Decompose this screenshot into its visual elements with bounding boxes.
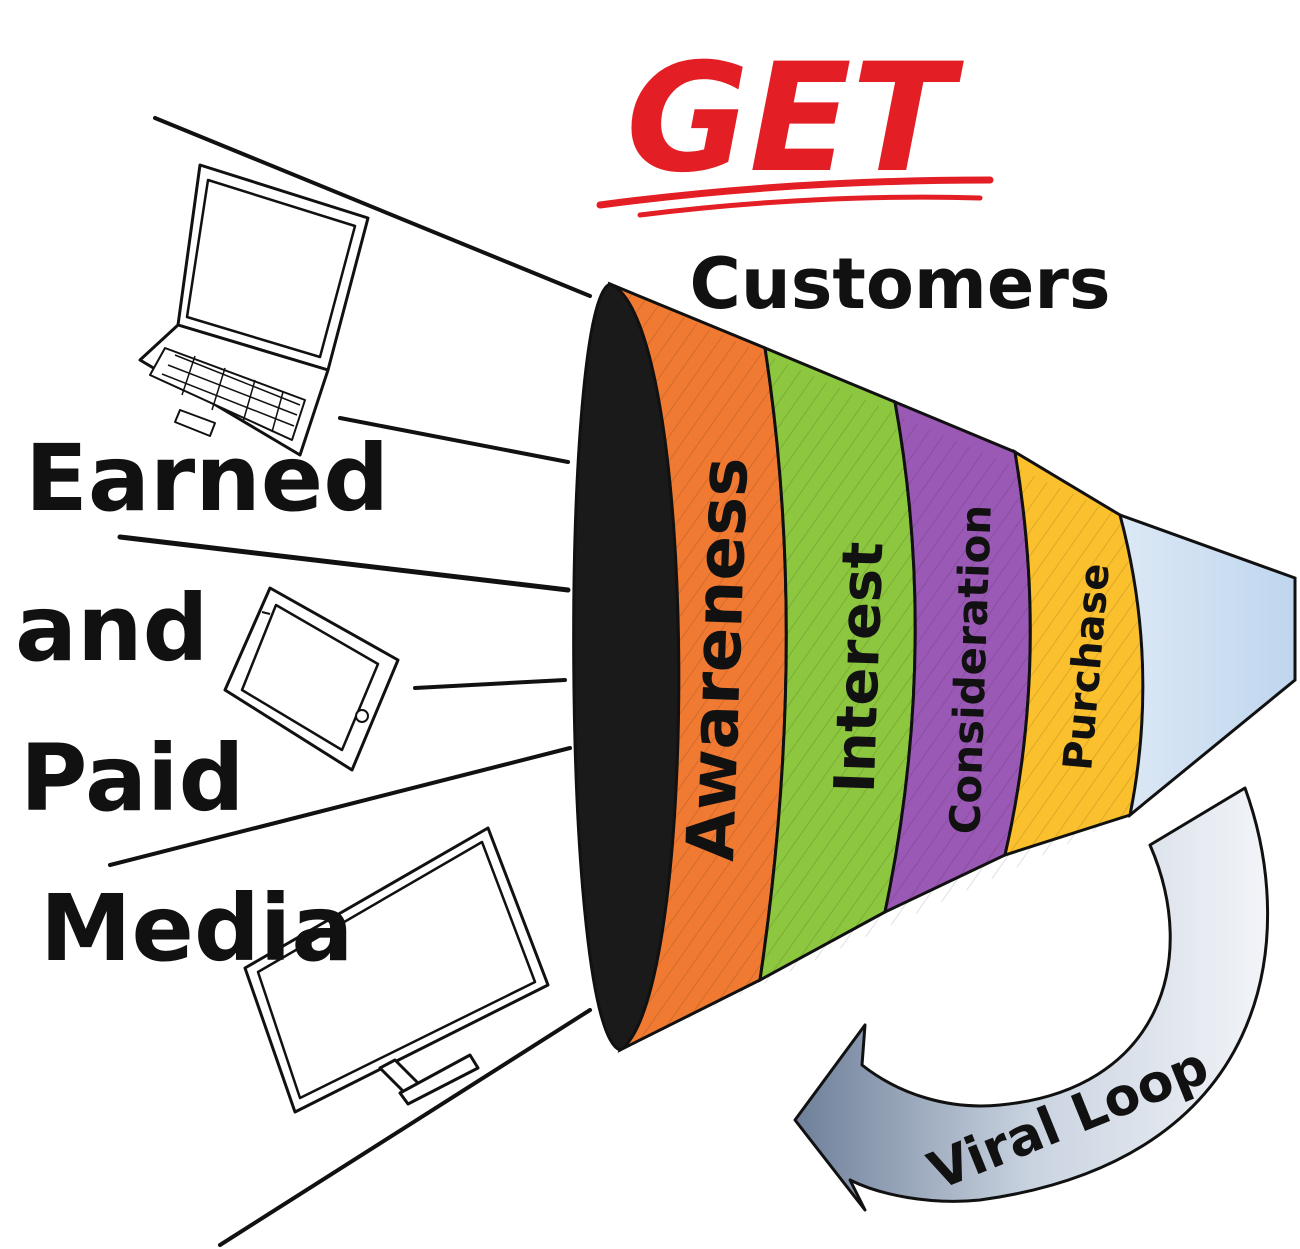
- media-label-line-1: Earned: [25, 425, 389, 532]
- stage-label-interest: Interest: [823, 541, 897, 794]
- stage-label-consideration: Consideration: [940, 504, 1000, 835]
- headline-get: GET: [626, 32, 965, 206]
- media-label-line-2: and: [15, 575, 208, 682]
- tablet-icon: [223, 586, 400, 772]
- speed-lines: [108, 116, 592, 1247]
- funnel: Awareness Interest Consideration Purchas…: [572, 281, 1297, 1053]
- laptop-icon: [138, 163, 370, 457]
- stage-label-awareness: Awareness: [672, 456, 763, 863]
- headline-customers: Customers: [689, 243, 1110, 325]
- monitor-icon: [243, 826, 550, 1114]
- media-label-line-3: Paid: [20, 725, 244, 832]
- media-label: Earned and Paid Media: [15, 425, 389, 982]
- headline-underline: [596, 176, 994, 218]
- funnel-mouth: [572, 282, 681, 1052]
- media-label-line-4: Media: [40, 875, 353, 982]
- funnel-tail: [1118, 512, 1297, 819]
